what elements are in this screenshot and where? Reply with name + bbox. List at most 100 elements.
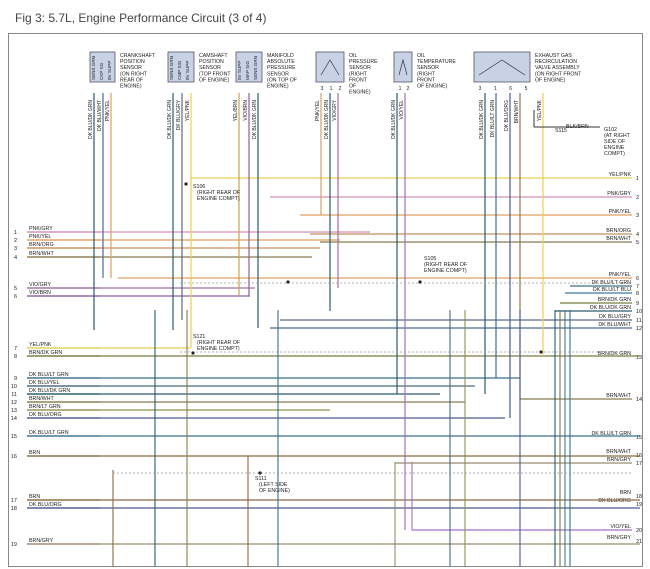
left-wire-label: VIO/GRY [29, 282, 51, 288]
left-wire-label: BRN/ORG [29, 242, 54, 248]
sensor-name-line: ENGINE) [120, 84, 142, 90]
right-wire-label: PNK/GRY [607, 191, 631, 197]
right-wire-label: DK BLU/ORG [598, 498, 631, 504]
right-wire-label: DK BLU/DK GRN [590, 305, 631, 311]
sensor-name-line: TEMPERATURE [417, 59, 456, 65]
sensor-name-line: FRONT [417, 77, 436, 83]
left-wire-label: BRN/GRY [29, 538, 54, 544]
right-wire-number: 4 [636, 232, 639, 238]
sensor-name-line: EXHAUST GAS [535, 53, 572, 59]
right-wire-label: BRN [620, 490, 631, 496]
left-wire-number: 11 [11, 392, 17, 398]
sensor-name-line: SENSOR [267, 71, 289, 77]
sensor-symbol [478, 59, 526, 76]
vertical-wire-label: DK BLU/DK GRN [252, 100, 258, 139]
left-wire-number: 4 [14, 255, 17, 261]
vertical-wire-label: PNK/YEL [105, 100, 111, 121]
right-wire-label: DK BLU/GRY [599, 314, 631, 320]
splice-dot [191, 351, 195, 355]
right-wire-number: 20 [636, 528, 642, 534]
right-wire-label: DK BLU/LT BLU [593, 287, 631, 293]
vertical-wire-label: DK BLU/LT GRN [490, 100, 496, 138]
sensor-pin-label: SENS GRN [253, 56, 258, 80]
vertical-wire-label: PNK/YEL [315, 100, 321, 121]
sensor-pin-number: 2 [339, 86, 342, 92]
right-wire-label: BRN/ORG [606, 228, 631, 234]
splice-note: (RIGHT REAR OF [197, 340, 241, 346]
sensor-box-cmp [167, 51, 195, 83]
left-wire-label: DK BLU/ORG [29, 412, 62, 418]
sensor-pin-number: 1 [330, 86, 333, 92]
sensor-name-line: SENSOR [199, 65, 221, 71]
right-wire-label: BRN/GRY [607, 457, 632, 463]
sensor-name-line: CAMSHAFT [199, 53, 228, 59]
right-wire-number: 15 [636, 435, 642, 441]
sensor-name-line: (RIGHT [349, 71, 368, 77]
right-wire-number: 6 [636, 276, 639, 282]
left-wire-label: YEL/PNK [29, 342, 52, 348]
left-wire-label: PNK/YEL [29, 234, 51, 240]
sensor-name-line: VALVE ASSEMBLY [535, 65, 580, 71]
right-wire-number: 11 [636, 318, 642, 324]
right-wire-number: 8 [636, 291, 639, 297]
right-wire-number: 3 [636, 213, 639, 219]
sensor-symbol [320, 59, 340, 76]
sensor-pin-label: MAP SIG [245, 61, 250, 80]
splice-label: S106 [193, 184, 205, 190]
ground-note: ENGINE [604, 145, 625, 151]
sensor-symbol [398, 58, 408, 76]
right-wire-number: 10 [636, 309, 642, 315]
sensor-name-line: REAR OF [120, 77, 143, 83]
sensor-name-line: CRANKSHAFT [120, 53, 156, 59]
right-wire-label: YEL/PNK [609, 172, 632, 178]
sensor-name-line: OF ENGINE) [535, 77, 566, 83]
sensor-name-line: OIL [349, 53, 357, 59]
splice-label: S111 [255, 476, 267, 482]
right-wire-number: 13 [636, 355, 642, 361]
splice-note: (RIGHT REAR OF [197, 190, 241, 196]
sensor-name-line: SENSOR [417, 65, 439, 71]
vertical-wire-label: DK BLU/DK GRN [324, 100, 330, 139]
ground-note: (AT RIGHT [604, 133, 631, 139]
sensor-pin-number: 6 [509, 86, 512, 92]
left-wire-number: 1 [14, 230, 17, 236]
left-wire-number: 13 [11, 408, 17, 414]
right-wire-label: DK BLU/WHT [598, 322, 631, 328]
splice-dot [539, 350, 543, 354]
right-wire-number: 19 [636, 502, 642, 508]
sensor-name-line: PRESSURE [349, 59, 378, 65]
vertical-wire-label: YEL/BRN [233, 100, 239, 122]
left-wire-number: 5 [14, 286, 17, 292]
right-wire-label: DK BLU/LT GRN [591, 431, 631, 437]
right-wire-number: 7 [636, 284, 639, 290]
splice-note: ENGINE COMPT) [424, 268, 467, 274]
sensor-pin-number: 2 [407, 86, 410, 92]
ground-note: COMPT) [604, 151, 625, 157]
left-wire-number: 17 [11, 498, 17, 504]
left-wire-label: PNK/GRY [29, 226, 53, 232]
sensor-name-line: OF [349, 84, 356, 90]
sensor-name-line: SENSOR [120, 65, 142, 71]
left-wire-label: DK BLU/LT GRN [29, 372, 69, 378]
splice-note: (RIGHT REAR OF [424, 262, 468, 268]
sensor-pin-label: 8V SUPP [107, 61, 112, 80]
sensor-name-line: MANIFOLD [267, 53, 294, 59]
right-wire-number: 5 [636, 240, 639, 246]
left-wire-label: VIO/BRN [29, 290, 51, 296]
splice-dot [184, 182, 188, 186]
sensor-name-line: (ON RIGHT [120, 71, 148, 77]
right-wire-number: 18 [636, 494, 642, 500]
right-wire-label: BRN/GRY [607, 535, 632, 541]
left-wire-number: 7 [14, 346, 17, 352]
left-wire-label: DK BLU/YEL [29, 380, 60, 386]
left-wire-label: BRN/LT GRN [29, 404, 61, 410]
vertical-wire-label: DK BLU/DK GRN [167, 100, 173, 139]
left-wire-number: 8 [14, 354, 17, 360]
right-wire-label: BRN/WHT [606, 449, 631, 455]
sensor-name-line: (TOP FRONT [199, 71, 231, 77]
left-wire-number: 18 [11, 506, 17, 512]
sensor-box-map [235, 51, 263, 83]
sensor-pin-label: 5V SUPP [237, 61, 242, 80]
left-wire-number: 19 [11, 542, 17, 548]
